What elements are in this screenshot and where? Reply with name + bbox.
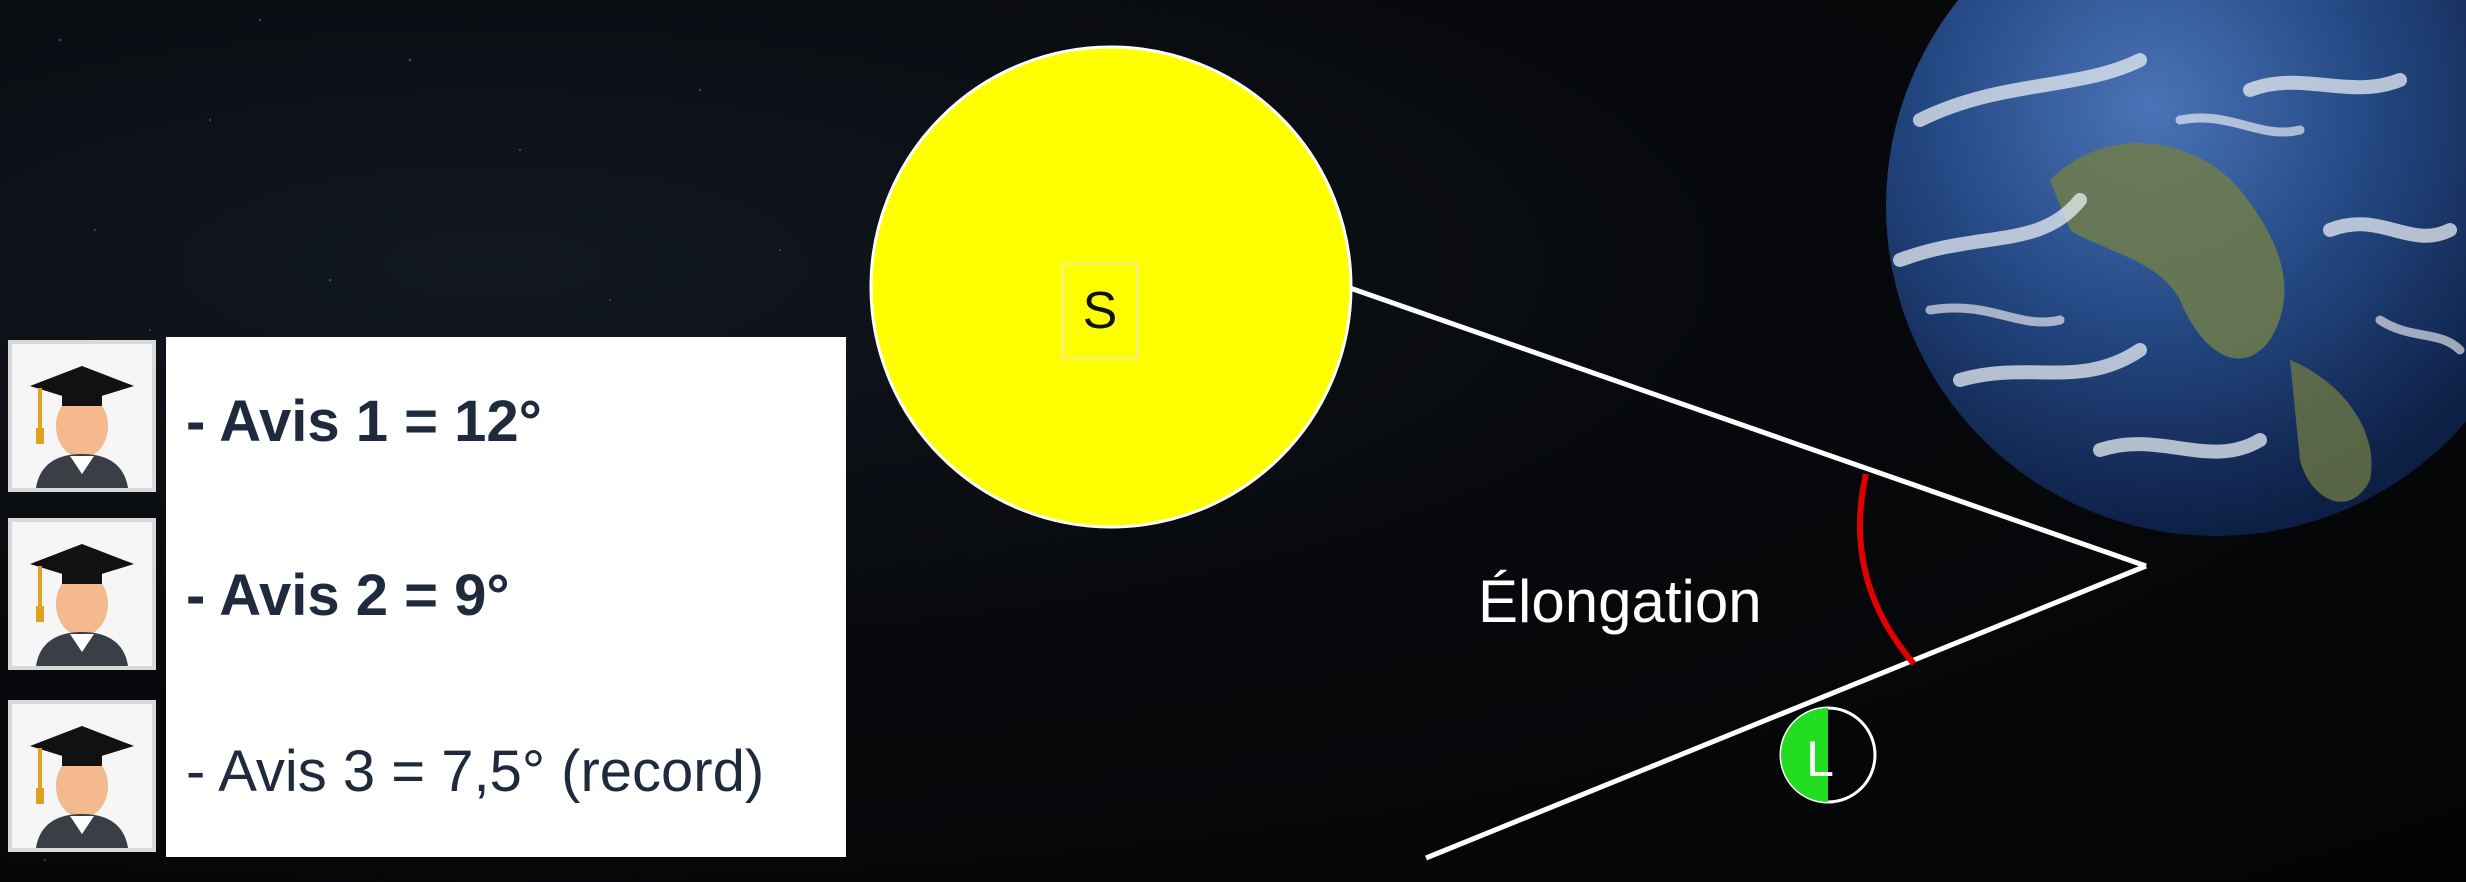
sight-line-sun (1349, 285, 2147, 569)
graduate-avatar-icon (8, 518, 156, 670)
moon-label: L (1806, 731, 1834, 787)
opinion-2-text: - Avis 2 = 9° (186, 563, 510, 628)
graduate-avatar-icon (8, 700, 156, 852)
sight-line-moon (1425, 563, 2147, 861)
elongation-arc (1857, 473, 1917, 666)
opinions-panel (166, 337, 846, 857)
moon-marker: L (1779, 706, 1877, 804)
graduate-avatar-icon (8, 340, 156, 492)
sun-label: S (1062, 263, 1138, 359)
opinion-3-text: - Avis 3 = 7,5° (record) (186, 739, 765, 804)
opinion-1-text: - Avis 1 = 12° (186, 389, 542, 454)
elongation-label: Élongation (1478, 568, 1762, 635)
background-stars (43, 18, 781, 862)
crescent-moon-icon (2130, 600, 2466, 882)
earth-icon (1886, 0, 2466, 536)
